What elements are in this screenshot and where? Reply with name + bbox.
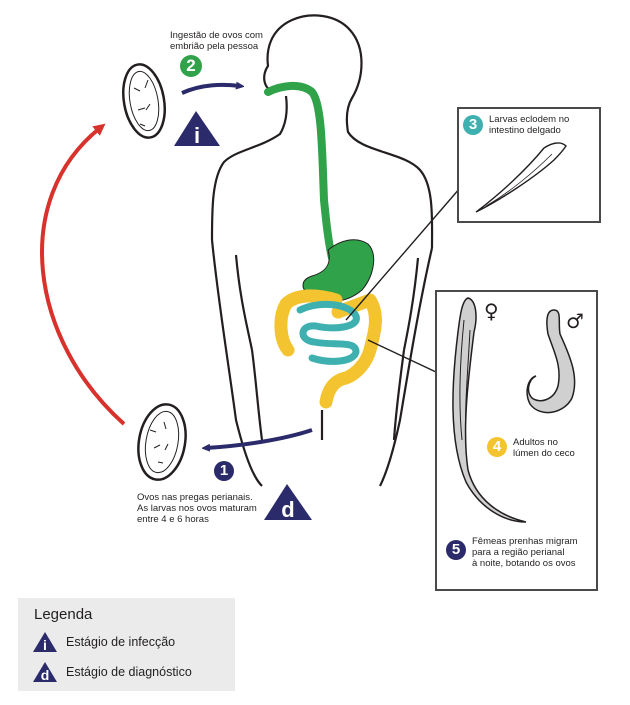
svg-text:i: i <box>194 123 200 148</box>
arrow-to-perianal <box>206 428 313 448</box>
human-body-outline <box>210 14 434 487</box>
step-number-3: 3 <box>463 115 483 135</box>
egg-top <box>122 63 166 139</box>
step-3-text: Larvas eclodem no intestino delgado <box>489 114 570 136</box>
connector-larvae <box>345 187 461 321</box>
small-intestine <box>296 300 360 365</box>
arrow-ingestion <box>181 85 240 95</box>
diagnostic-symbol: d <box>264 484 312 522</box>
arrow-cycle-return <box>40 123 126 426</box>
svg-text:d: d <box>41 667 50 683</box>
female-worm <box>452 297 527 523</box>
step-number-4: 4 <box>487 437 507 457</box>
legend-item-infection: i Estágio de infecção <box>32 631 175 653</box>
male-symbol: ♂ <box>566 309 584 333</box>
step-1-text: Ovos nas pregas perianais. As larvas nos… <box>137 492 257 525</box>
diagnostic-legend-icon: d <box>33 662 57 683</box>
female-symbol: ♀ <box>484 299 499 323</box>
infection-legend-icon: i <box>33 632 57 653</box>
step-number-2: 2 <box>180 55 202 77</box>
digestive-tract <box>264 82 382 409</box>
step-5-text: Fêmeas prenhas migram para a região peri… <box>472 536 578 569</box>
legend-diagnostic-label: Estágio de diagnóstico <box>66 665 192 679</box>
infection-symbol: i <box>174 111 220 148</box>
step-4-text: Adultos no lúmen do ceco <box>513 437 575 459</box>
step-number-5: 5 <box>446 540 466 560</box>
egg-bottom <box>137 403 187 481</box>
legend-title: Legenda <box>34 606 93 623</box>
legend-item-diagnostic: d Estágio de diagnóstico <box>32 661 192 683</box>
legend: Legenda i Estágio de infecção d Estágio … <box>18 598 235 691</box>
legend-infection-label: Estágio de infecção <box>66 635 176 649</box>
step-number-1: 1 <box>214 461 234 481</box>
large-intestine <box>274 289 382 409</box>
esophagus <box>264 82 336 262</box>
male-worm <box>526 309 576 414</box>
svg-text:d: d <box>281 497 294 522</box>
svg-text:i: i <box>43 637 47 653</box>
step-2-text: Ingestão de ovos com embrião pela pessoa <box>170 30 263 52</box>
connector-adults <box>367 339 437 373</box>
larva-drawing <box>475 142 567 213</box>
